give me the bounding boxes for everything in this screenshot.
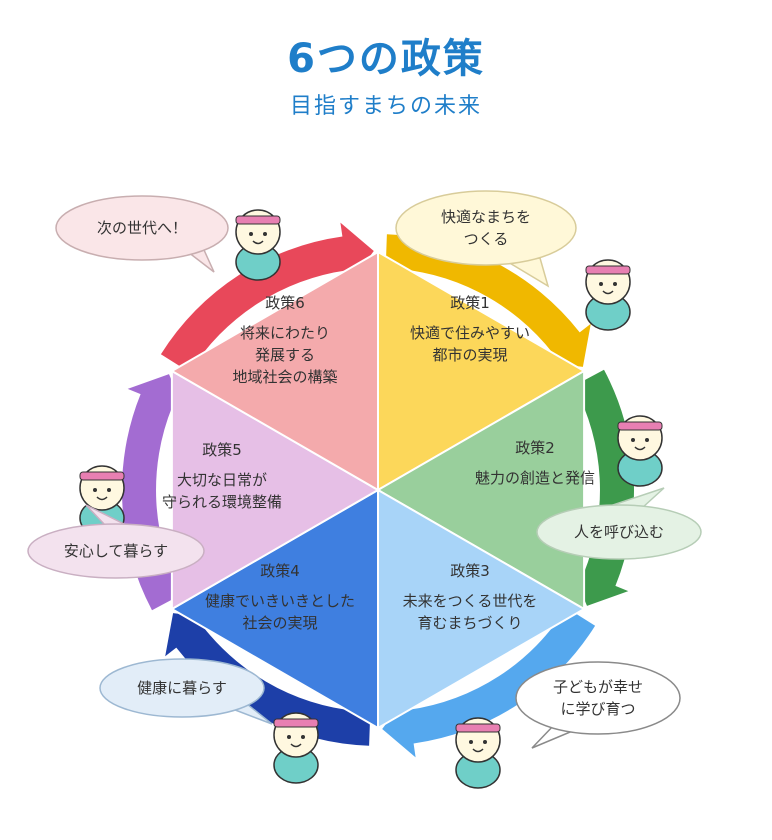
policy-description-line: 社会の実現 (242, 614, 317, 632)
policy-heading: 政策4 (260, 562, 300, 580)
eating-mascot-icon (455, 717, 501, 789)
speech-bubble-text: 次の世代へ！ (97, 219, 187, 237)
policy-description-line: 健康でいきいきとした (205, 592, 355, 610)
policy-description-line: 育むまちづくり (417, 614, 522, 632)
speech-bubble-text: 健康に暮らす (137, 679, 227, 697)
policy-heading: 政策5 (202, 441, 242, 459)
cycle-arrow-6 (160, 222, 374, 373)
cycle-arrow-4 (165, 613, 371, 746)
policy-heading: 政策3 (450, 562, 490, 580)
speech-bubble-2: 人を呼び込む (536, 487, 702, 560)
speech-bubble-text: 人を呼び込む (574, 523, 664, 541)
page-title: 6つの政策 (287, 36, 485, 82)
page-subtitle: 目指すまちの未来 (289, 94, 482, 119)
artist-mascot-icon (617, 415, 663, 487)
walking-mascot-icon (273, 712, 319, 784)
speech-bubble-text: 安心して暮らす (64, 542, 168, 560)
policy-description-line: 守られる環境整備 (162, 493, 282, 511)
policy-segment-6 (169, 250, 379, 492)
speech-bubble-text: つくる (464, 230, 509, 248)
policy-description-line: 快適で住みやすい (410, 324, 530, 342)
policy-heading: 政策2 (515, 439, 555, 457)
running-mascot-icon (235, 209, 281, 281)
policy-description-line: 将来にわたり (240, 324, 330, 342)
policy-heading: 政策1 (450, 294, 490, 312)
policy-description-line: 発展する (255, 346, 315, 364)
policy-description-line: 地域社会の構築 (232, 368, 337, 386)
speech-bubble-text: に学び育つ (560, 700, 635, 718)
policy-description-line: 未来をつくる世代を (403, 592, 538, 610)
speech-bubble-5: 安心して暮らす (27, 504, 205, 579)
speech-bubble-4: 健康に暮らす (99, 658, 273, 725)
speech-bubble-text: 子どもが幸せ (553, 678, 643, 696)
speech-bubble-6: 次の世代へ！ (55, 195, 229, 273)
policy-description-line: 魅力の創造と発信 (475, 469, 595, 487)
policy-description-line: 都市の実現 (432, 346, 507, 364)
cycle-arrow-1 (385, 234, 591, 367)
speech-bubble-text: 快適なまちを (441, 208, 531, 226)
cycle-arrow-3 (382, 607, 596, 758)
policy-heading: 政策6 (265, 294, 305, 312)
policy-2-label: 政策2 魅力の創造と発信 (475, 439, 595, 487)
cyclist-mascot-icon (585, 259, 631, 331)
policy-description-line: 大切な日常が (177, 471, 267, 489)
